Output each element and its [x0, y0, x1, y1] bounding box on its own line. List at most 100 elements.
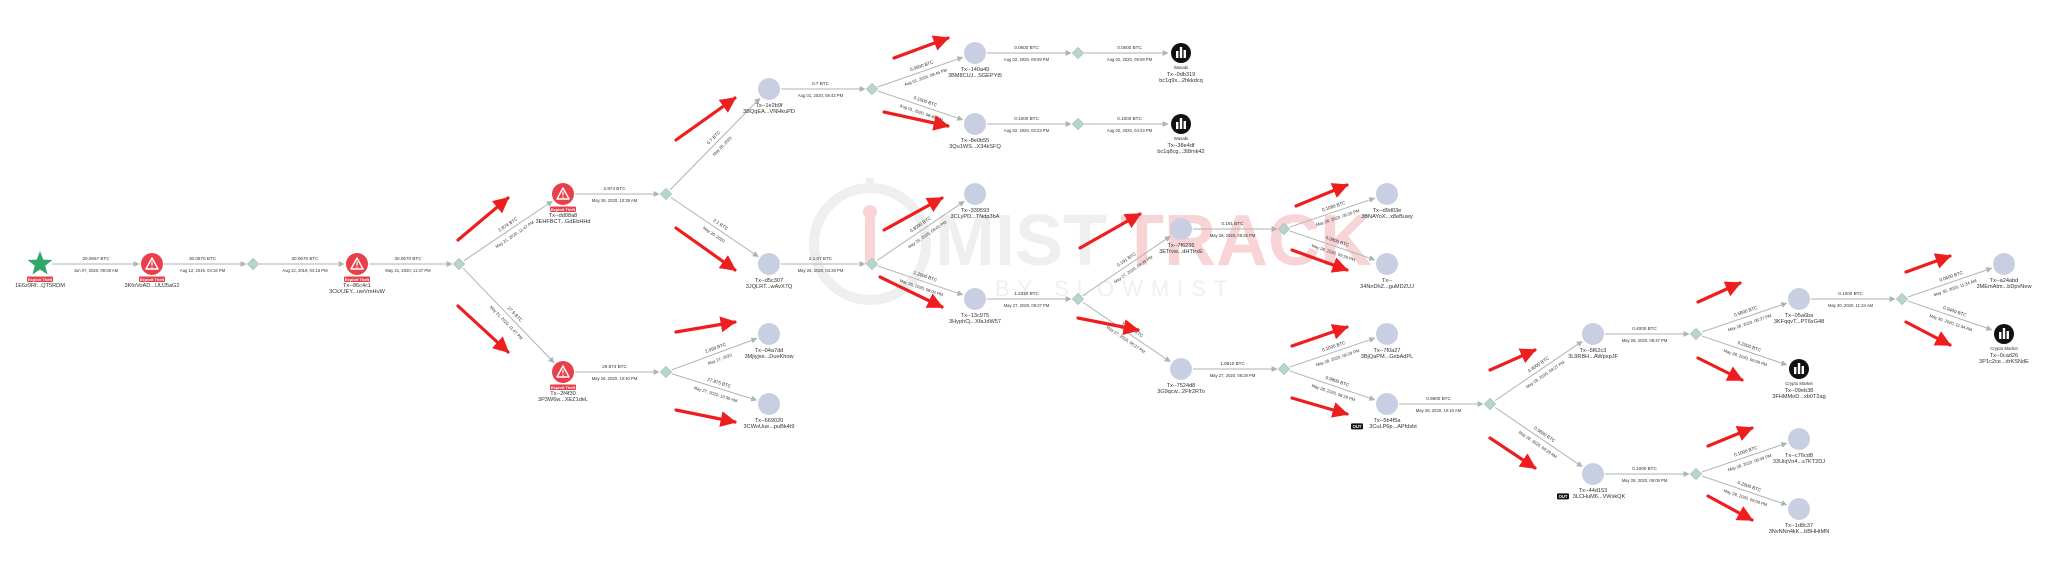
edge-line[interactable] [671, 337, 758, 371]
edge-line[interactable] [462, 267, 555, 364]
edge-line[interactable] [1907, 300, 1993, 331]
junction-diamond[interactable] [1277, 362, 1291, 376]
junction-diamond[interactable] [452, 257, 466, 271]
edge-line[interactable] [1289, 197, 1376, 228]
junction-diamond[interactable] [1071, 46, 1085, 60]
edge-amount: 0.1000 BTC [1117, 116, 1142, 121]
junction-diamond[interactable] [865, 257, 879, 271]
address-circle [758, 393, 780, 415]
edge-line[interactable] [463, 200, 553, 262]
junction-diamond[interactable] [1277, 222, 1291, 236]
address-label: bc1q9x...2hkkdcq [1159, 78, 1203, 84]
edge-line[interactable] [876, 200, 965, 262]
edge-line[interactable] [1082, 235, 1171, 297]
edge-line[interactable] [877, 265, 964, 296]
edge-date: May 26, 2020, 10:39 AM [592, 198, 638, 203]
junction-diamond[interactable] [1689, 327, 1703, 341]
edge-line[interactable] [671, 373, 758, 402]
tx-label: Tx--04a7dd [755, 348, 784, 354]
address-circle [1376, 323, 1398, 345]
tx-label: Tx--669020 [755, 418, 784, 424]
junction-diamond[interactable] [659, 365, 673, 379]
edge-line[interactable] [1701, 442, 1788, 473]
building-icon-col1 [1176, 51, 1179, 58]
highlight-arrow [1290, 248, 1349, 273]
edge-amount: 29.874 BTC [602, 364, 627, 369]
address-node-n18[interactable]: Tx--34NnDhZ...guMDZUJ [1360, 253, 1414, 290]
edge-amount: 0.2000 BTC [1737, 480, 1762, 493]
start-star-icon [27, 251, 53, 275]
edge-line[interactable] [877, 90, 964, 121]
junction-diamond[interactable] [1895, 292, 1909, 306]
junction-diamond[interactable] [246, 257, 260, 271]
watermark-dot [863, 205, 877, 219]
junction-diamond[interactable] [1483, 397, 1497, 411]
edge-date: May 28, 2020, 10:10 AM [1416, 408, 1462, 413]
junction-diamond[interactable] [1071, 117, 1085, 131]
edge-line[interactable] [1701, 302, 1788, 333]
exchange-label: Crypto Market [1990, 346, 2018, 351]
tx-label: Tx--d9d03e [1373, 208, 1402, 214]
junction-diamond[interactable] [659, 187, 673, 201]
warning-icon [556, 187, 570, 200]
edge-line[interactable] [1289, 337, 1376, 368]
tx-label: Tx--c76cd8 [1785, 453, 1813, 459]
edge-line[interactable] [1701, 335, 1788, 366]
edge-line[interactable] [1907, 267, 1993, 298]
edge-line[interactable] [1494, 340, 1583, 402]
junction-diamond[interactable] [1689, 467, 1703, 481]
edge-amount: 0.1000 BTC [1321, 340, 1346, 353]
edge-line[interactable] [877, 56, 964, 88]
tx-label: Tx--7f6236 [1167, 243, 1194, 249]
edge-line[interactable] [1082, 301, 1171, 363]
edge-line[interactable] [1701, 475, 1788, 506]
edge-line[interactable] [1494, 406, 1583, 468]
edge-line[interactable] [669, 97, 761, 191]
edge-amount: 0.2000 BTC [1737, 340, 1762, 353]
edge-line[interactable] [670, 196, 759, 258]
edge-amount: 0.0600 BTC [1939, 270, 1964, 283]
edge-amount: 2.999 BTC [704, 341, 727, 354]
edge-amount: 1.0810 BTC [1220, 361, 1245, 366]
edge-date: Aug 12, 2019, 04:16 PM [282, 268, 328, 273]
address-circle [964, 183, 986, 205]
edge-line[interactable] [1289, 230, 1376, 261]
theft-tag-label: Exploit Theft [140, 277, 165, 282]
junction-diamond[interactable] [1071, 292, 1085, 306]
junction-diamond[interactable] [865, 82, 879, 96]
edge-line[interactable] [1289, 370, 1376, 401]
